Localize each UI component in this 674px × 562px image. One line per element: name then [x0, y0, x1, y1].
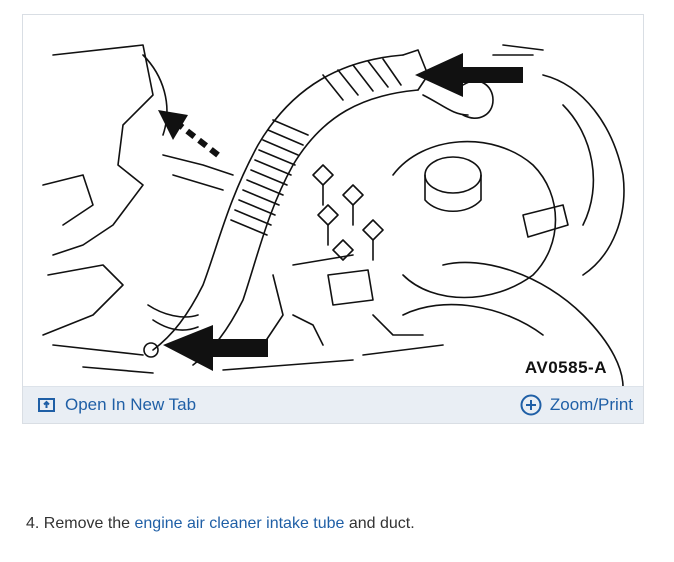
- open-in-new-tab-label: Open In New Tab: [65, 395, 197, 414]
- step-prefix: 4. Remove the: [26, 515, 135, 532]
- step-instruction: 4. Remove the engine air cleaner intake …: [26, 515, 415, 533]
- figure-toolbar: Open In New Tab Zoom/Print: [23, 386, 643, 423]
- step-suffix: and duct.: [344, 515, 415, 532]
- open-new-tab-icon: [38, 398, 55, 412]
- figure-card: AV0585-A Open In New Tab Zoom/Print: [22, 14, 644, 424]
- engine-diagram: AV0585-A: [23, 15, 643, 387]
- engine-line-drawing: [42, 44, 625, 387]
- open-in-new-tab-button[interactable]: Open In New Tab: [37, 387, 196, 423]
- zoom-print-button[interactable]: Zoom/Print: [520, 387, 633, 423]
- engine-air-cleaner-link[interactable]: engine air cleaner intake tube: [134, 515, 345, 532]
- zoom-print-label: Zoom/Print: [549, 395, 633, 414]
- figure-code: AV0585-A: [524, 358, 607, 377]
- plus-circle-icon: [520, 394, 542, 416]
